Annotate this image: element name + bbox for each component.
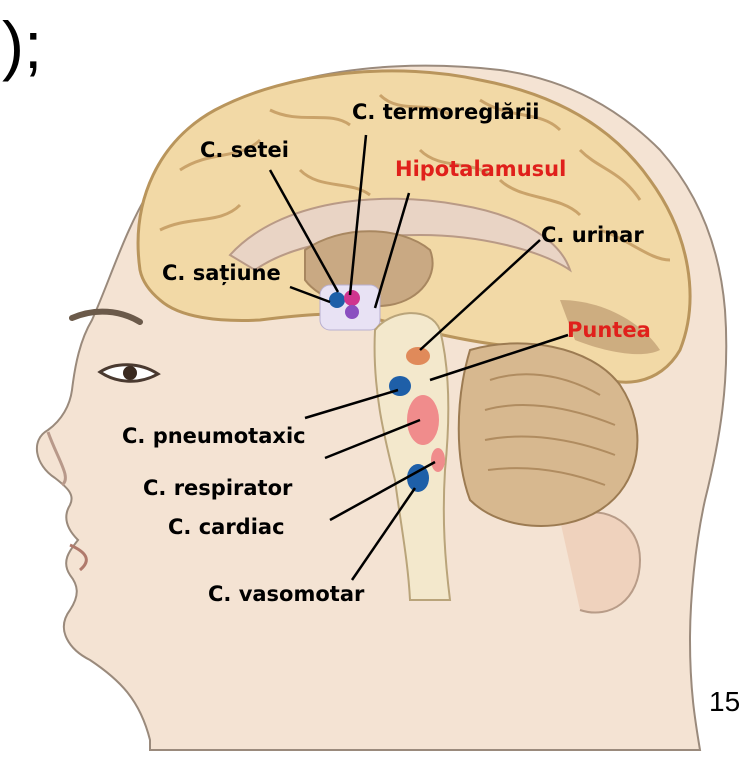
label-setei: C. setei [200, 140, 289, 161]
label-pneumotaxic: C. pneumotaxic [122, 426, 306, 447]
eye-iris [123, 366, 137, 380]
label-satiune: C. sațiune [162, 263, 281, 284]
center-termoreglarii-dot [345, 305, 359, 319]
center-setei-dot [344, 290, 360, 306]
label-respirator: C. respirator [143, 478, 292, 499]
label-urinar: C. urinar [541, 225, 644, 246]
page-number: 15 [709, 686, 740, 718]
center-urinar-dot [406, 347, 430, 365]
label-cardiac: C. cardiac [168, 517, 285, 538]
center-respirator-dot [407, 395, 439, 445]
center-cardiac-dot [431, 448, 445, 472]
label-hipotalamusul: Hipotalamusul [395, 159, 566, 180]
label-puntea: Puntea [567, 320, 651, 341]
center-satiune-dot [329, 292, 345, 308]
label-termoreglarii: C. termoreglării [352, 102, 539, 123]
label-vasomotar: C. vasomotar [208, 584, 364, 605]
